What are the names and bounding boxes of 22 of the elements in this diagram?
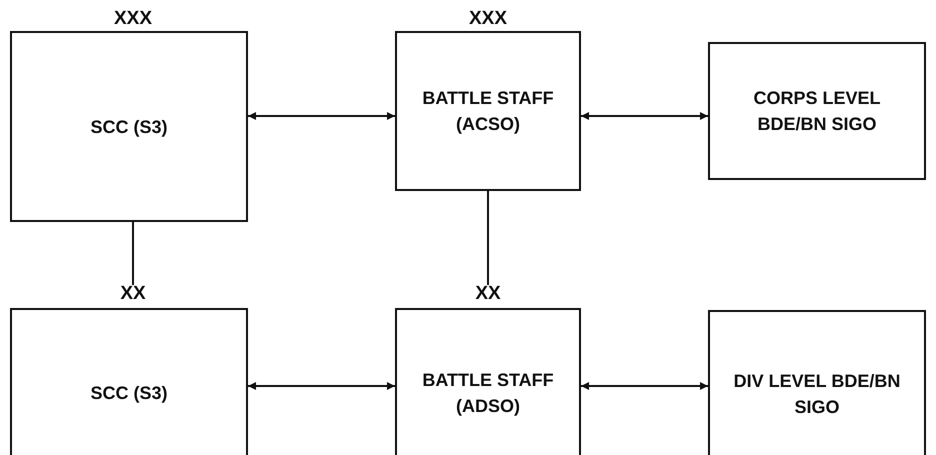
box-label: SCC (S3) [90, 116, 168, 139]
box-label: BATTLE STAFF (ACSO) [421, 87, 555, 136]
process-box [10, 308, 248, 455]
double-arrow [581, 112, 708, 120]
process-box [395, 308, 581, 455]
process-box [395, 31, 581, 191]
connector-line [487, 191, 489, 285]
echelon-label: XXX [468, 8, 508, 30]
box-label: DIV LEVEL BDE/BN SIGO [732, 370, 902, 419]
echelon-label: XX [120, 283, 146, 305]
box-label: CORPS LEVEL BDE/BN SIGO [752, 87, 882, 136]
double-arrow [581, 382, 708, 390]
echelon-label: XX [475, 283, 501, 305]
process-box [708, 310, 926, 455]
process-box [10, 31, 248, 222]
connector-line [132, 222, 134, 285]
double-arrow [248, 382, 395, 390]
process-box [708, 42, 926, 180]
box-label: SCC (S3) [90, 382, 168, 405]
echelon-label: XXX [114, 8, 152, 30]
double-arrow [248, 112, 395, 120]
box-label: BATTLE STAFF (ADSO) [421, 369, 555, 418]
